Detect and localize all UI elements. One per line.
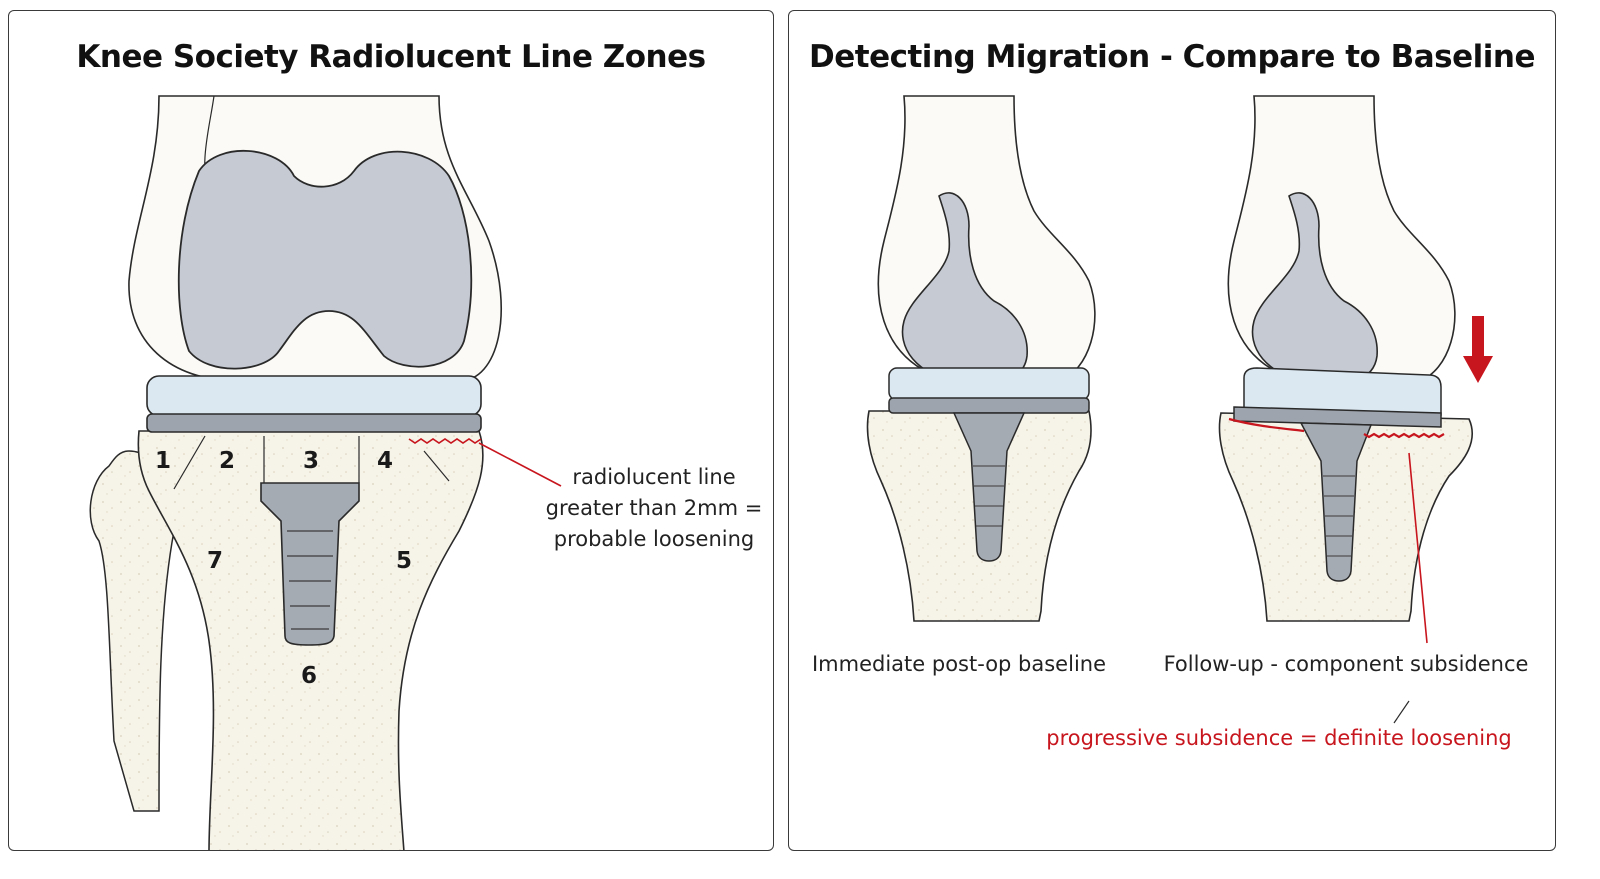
baseline-stem-ridges	[973, 465, 1005, 527]
followup-tibial-baseplate	[1233, 406, 1442, 428]
followup-knee-figure	[1218, 95, 1493, 644]
zone-label-7: 7	[207, 548, 223, 574]
zone-label-4: 4	[377, 448, 393, 474]
subsidence-gap-marker	[1228, 417, 1445, 439]
annotation-line-2: greater than 2mm =	[546, 496, 763, 520]
zone-label-3: 3	[303, 448, 319, 474]
conclusion-leader-line	[1393, 700, 1410, 724]
annotation-line-3: probable loosening	[554, 527, 754, 551]
conclusion-text: progressive subsidence = definite loosen…	[1046, 726, 1511, 750]
zone-label-2: 2	[219, 448, 235, 474]
subsidence-arrow	[1463, 316, 1493, 383]
zone-label-5: 5	[396, 548, 412, 574]
left-panel-title: Knee Society Radiolucent Line Zones	[76, 39, 706, 75]
baseline-knee-figure	[866, 95, 1096, 622]
left-panel: Knee Society Radiolucent Line Zones	[8, 10, 774, 851]
tibial-baseplate	[146, 413, 482, 433]
radiolucent-line-marker	[408, 438, 482, 444]
migration-comparison-diagram: Immediate post-op baseline Follow-up - c…	[812, 95, 1529, 750]
tibial-stem	[260, 482, 360, 646]
followup-polyethylene-insert	[1243, 367, 1442, 416]
baseline-tibial-baseplate	[888, 397, 1090, 414]
zone-label-1: 1	[155, 448, 171, 474]
stem-ridges	[287, 530, 333, 630]
annotation-leader-line	[478, 442, 562, 487]
zone-label-6: 6	[301, 663, 317, 689]
zone-divider-lines	[173, 435, 450, 490]
right-panel: Detecting Migration - Compare to Baselin…	[788, 10, 1556, 851]
annotation-line-1: radiolucent line	[572, 465, 735, 489]
baseline-polyethylene-insert	[888, 367, 1090, 401]
followup-tibial-stem	[1299, 422, 1373, 582]
femoral-component	[177, 150, 473, 370]
followup-stem-ridges	[1323, 475, 1355, 557]
baseline-tibial-stem	[952, 412, 1026, 562]
knee-zones-diagram: 1 2 3 4 5 6 7 radiolucent line greater t…	[89, 95, 763, 850]
right-panel-title: Detecting Migration - Compare to Baselin…	[809, 39, 1535, 75]
subsidence-leader-line	[1408, 452, 1428, 644]
followup-caption: Follow-up - component subsidence	[1164, 652, 1529, 676]
baseline-caption: Immediate post-op baseline	[812, 652, 1106, 676]
polyethylene-insert	[146, 375, 482, 417]
